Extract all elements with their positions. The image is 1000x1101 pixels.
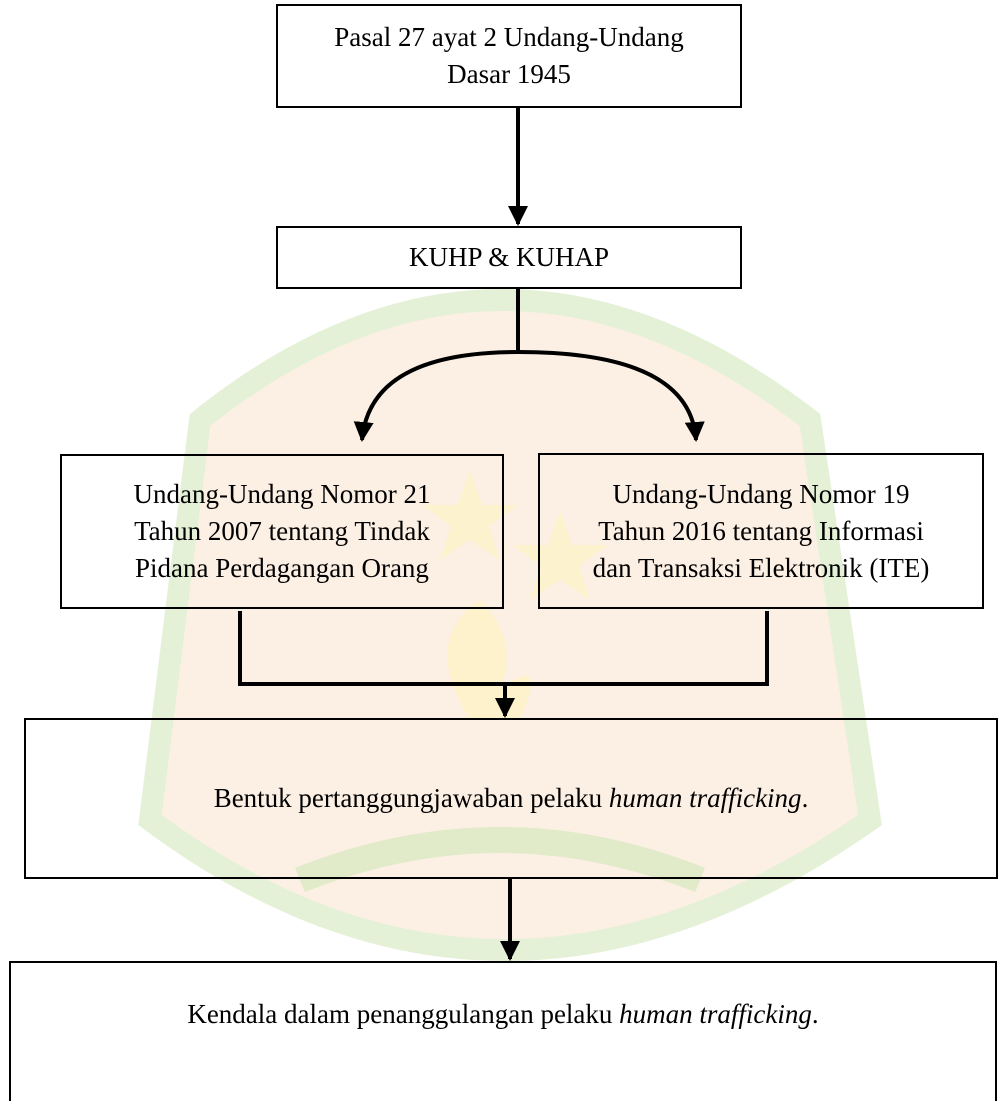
node-bentuk-suffix: . (801, 783, 809, 813)
seal-star-right (512, 510, 608, 600)
node-kendala-penanggulangan: Kendala dalam penanggulangan pelaku huma… (9, 961, 997, 1101)
node-pasal-line1: Pasal 27 ayat 2 Undang-Undang (334, 22, 684, 52)
node-kendala-suffix: . (811, 998, 819, 1029)
node-bentuk-italic: human trafficking (608, 783, 802, 813)
node-uu-21-2007: Undang-Undang Nomor 21 Tahun 2007 tentan… (60, 454, 504, 609)
seal-outline (138, 289, 882, 961)
node-uu21-line1: Undang-Undang Nomor 21 (133, 479, 431, 509)
node-uu19-line1: Undang-Undang Nomor 19 (612, 478, 910, 509)
seal-ribbon (295, 827, 705, 893)
node-bentuk-pertanggungjawaban: Bentuk pertanggungjawaban pelaku human t… (24, 718, 998, 879)
node-pasal-27: Pasal 27 ayat 2 Undang-Undang Dasar 1945 (276, 4, 742, 108)
node-kendala-italic: human trafficking (619, 998, 812, 1029)
node-bentuk-prefix: Bentuk pertanggungjawaban pelaku (213, 783, 609, 813)
arrow-kuhp-to-uu19 (517, 350, 705, 442)
arrow-kuhp-to-uu21 (353, 350, 519, 442)
seal-star-left (422, 470, 518, 560)
merge-connector (238, 611, 769, 686)
node-pasal-line2: Dasar 1945 (447, 59, 571, 89)
node-bentuk-text: Bentuk pertanggungjawaban pelaku human t… (214, 780, 809, 817)
node-kuhp-kuhap: KUHP & KUHAP (276, 226, 742, 289)
node-uu21-line3: Pidana Perdagangan Orang (135, 553, 429, 583)
node-kendala-prefix: Kendala dalam penanggulangan pelaku (187, 998, 620, 1029)
node-kendala-text: Kendala dalam penanggulangan pelaku huma… (187, 996, 818, 1033)
node-uu19-line3: dan Transaksi Elektronik (ITE) (592, 552, 930, 583)
node-kuhp-text: KUHP & KUHAP (408, 242, 610, 272)
seal-flame (447, 600, 532, 720)
node-uu19-line2: Tahun 2016 tentang Informasi (598, 515, 924, 546)
node-uu-19-2016: Undang-Undang Nomor 19 Tahun 2016 tentan… (538, 453, 984, 609)
node-uu21-line2: Tahun 2007 tentang Tindak (134, 516, 430, 546)
